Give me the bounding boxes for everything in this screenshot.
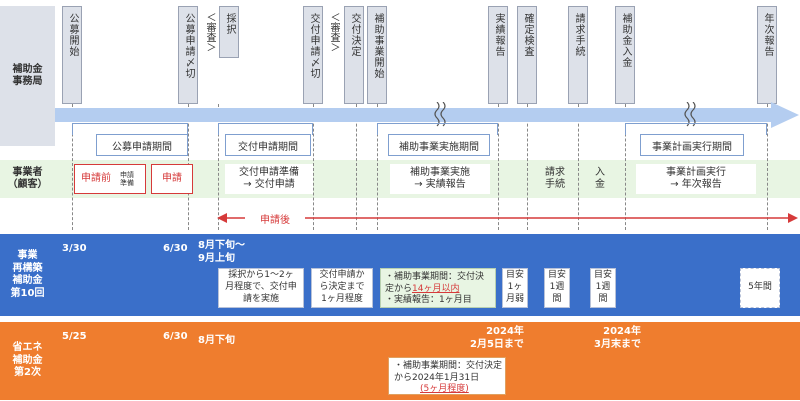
round10-date-1: 3/30 <box>62 243 87 254</box>
milestone-project-start: 補助事業開始 <box>367 6 387 104</box>
dash-line <box>767 104 768 230</box>
dash-line <box>313 104 314 230</box>
energy-date-5: 2024年 3月末まで <box>594 326 641 350</box>
round10-date-3: 8月下旬～ 9月上旬 <box>198 240 245 264</box>
row-head-round10: 事業 再構築 補助金 第10回 <box>0 234 55 316</box>
customer-seikyu-box: 請求 手続 <box>545 166 565 191</box>
row-head-office-label: 補助金 事務局 <box>12 63 43 88</box>
energy-note-1a: ・補助事業期間：交付決定 から2024年1月31日 <box>394 361 503 383</box>
customer-koufu-box: 交付申請準備 → 交付申請 <box>225 164 313 194</box>
period-jigyou: 補助事業実施期間 <box>388 134 490 156</box>
round10-note-3a: ・補助事業期間：交付決 定から <box>385 272 485 294</box>
timeline-arrow <box>55 102 799 128</box>
milestone-adoption: 採択 <box>219 6 239 58</box>
row-head-customer-label: 事業者 （顧客） <box>7 166 48 191</box>
round10-note-3: ・補助事業期間：交付決 定から14ヶ月以内 ・実績報告：1ヶ月目 <box>380 268 496 308</box>
customer-pre-box: 申請前 申請準備 <box>74 164 146 194</box>
round10-date-2: 6/30 <box>163 243 188 254</box>
energy-date-4: 2024年 2月5日まで <box>470 326 524 350</box>
after-apply-label: 申請後 <box>245 209 305 227</box>
dash-line <box>377 104 378 230</box>
milestone-payment: 補助金入金 <box>615 6 635 104</box>
energy-date-2: 6/30 <box>163 331 188 342</box>
round10-note-3b: 14ヶ月以内 <box>412 283 460 294</box>
period-bracket <box>625 123 767 135</box>
dash-line <box>356 104 357 230</box>
milestone-report: 実績報告 <box>488 6 508 104</box>
round10-note-7: 5年間 <box>740 268 780 308</box>
milestone-annual-report: 年次報告 <box>757 6 777 104</box>
milestone-review-1: ＜審査＞ <box>204 12 215 52</box>
round10-note-3c: ・実績報告：1ヶ月目 <box>385 295 472 306</box>
dash-line <box>625 104 626 230</box>
round10-note-4: 目安 1ヶ 月弱 <box>502 268 528 308</box>
round10-note-6: 目安 1週 間 <box>590 268 616 308</box>
energy-note-1: ・補助事業期間：交付決定 から2024年1月31日 (5ヶ月程度) <box>388 357 506 395</box>
row-head-office: 補助金 事務局 <box>0 6 55 146</box>
customer-prep-label: 申請準備 <box>120 170 134 187</box>
milestone-koufu-decision: 交付決定 <box>344 6 364 104</box>
energy-date-3: 8月下旬 <box>198 335 235 346</box>
period-koubo: 公募申請期間 <box>96 134 188 156</box>
round10-note-1: 採択から1～2ヶ 月程度で、交付申 請を実施 <box>218 268 304 308</box>
dash-line <box>218 104 219 230</box>
energy-note-1b: (5ヶ月程度) <box>420 384 469 395</box>
energy-date-1: 5/25 <box>62 331 87 342</box>
dash-line <box>578 104 579 230</box>
milestone-koubo-deadline: 公募申請〆切 <box>178 6 198 104</box>
customer-jigyou-box: 補助事業実施 → 実績報告 <box>390 164 490 194</box>
after-apply-arrow <box>217 213 798 223</box>
round10-note-5: 目安 1週 間 <box>544 268 570 308</box>
milestone-review-2: ＜審査＞ <box>328 12 339 52</box>
dash-line <box>527 104 528 230</box>
customer-pre-label: 申請前 <box>81 172 111 184</box>
dash-line <box>498 104 499 230</box>
row-head-customer: 事業者 （顧客） <box>0 160 55 198</box>
round10-note-2: 交付申請か ら決定まで 1ヶ月程度 <box>311 268 373 308</box>
row-head-energy: 省エネ 補助金 第2次 <box>0 322 55 400</box>
period-bracket <box>72 123 188 135</box>
customer-keikaku-box: 事業計画実行 → 年次報告 <box>636 164 756 194</box>
dash-line <box>72 104 73 230</box>
row-head-round10-label: 事業 再構築 補助金 第10回 <box>10 250 45 299</box>
period-koufu: 交付申請期間 <box>225 134 311 156</box>
milestone-billing: 請求手続 <box>568 6 588 104</box>
milestone-koubo-start: 公募開始 <box>62 6 82 104</box>
milestone-koufu-deadline: 交付申請〆切 <box>303 6 323 104</box>
period-keikaku: 事業計画実行期間 <box>640 134 744 156</box>
period-bracket <box>218 123 313 135</box>
customer-nyukin-box: 入 金 <box>595 166 605 191</box>
row-head-energy-label: 省エネ 補助金 第2次 <box>12 342 43 379</box>
customer-apply-box: 申請 <box>151 164 193 194</box>
milestone-inspection: 確定検査 <box>517 6 537 104</box>
period-bracket <box>377 123 498 135</box>
